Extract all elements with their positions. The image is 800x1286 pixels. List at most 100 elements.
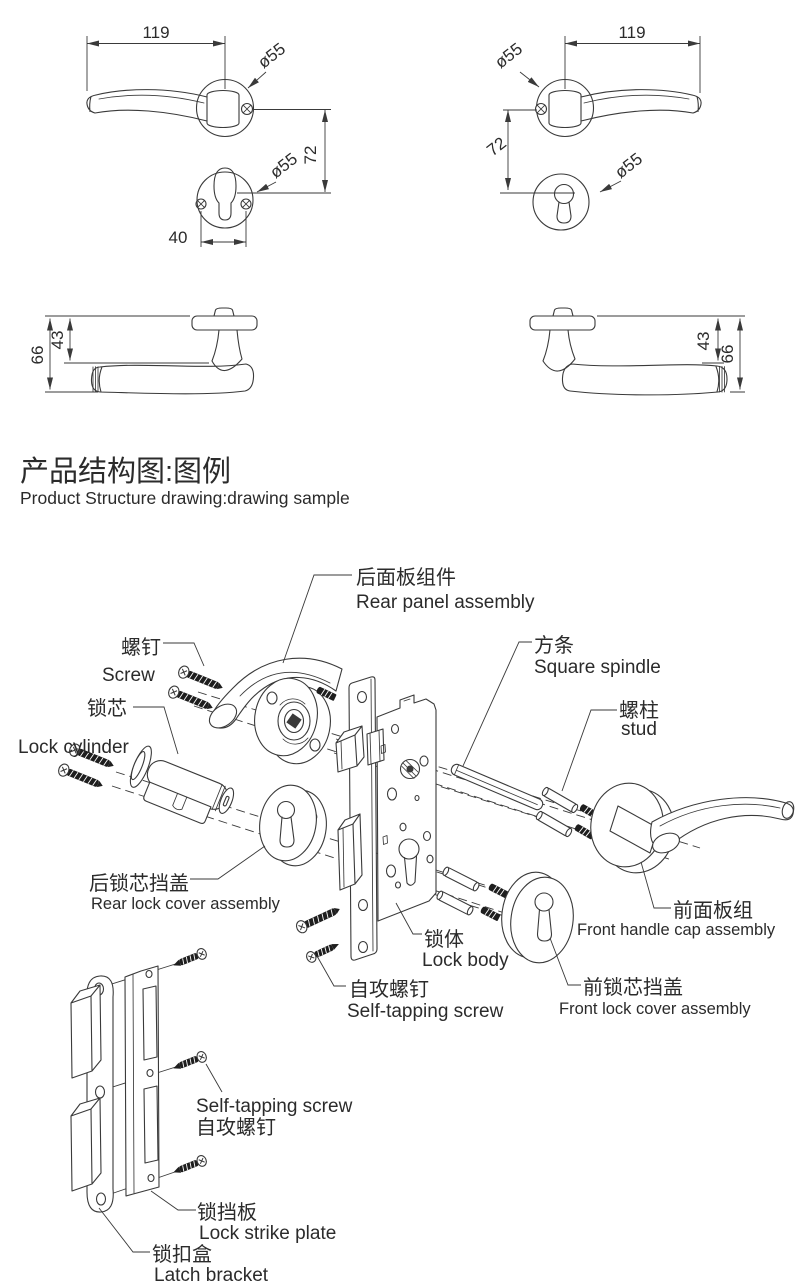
label-lock-body-zh: 锁体 (424, 928, 464, 951)
label-lock-strike-plate-en: Lock strike plate (199, 1223, 336, 1244)
handle-screw-2 (166, 683, 216, 715)
keyhole (213, 167, 237, 221)
label-self-tapping-screw-en: Self-tapping screw (347, 1001, 504, 1022)
label-self-tapping-screw-strike-en: Self-tapping screw (196, 1096, 353, 1117)
dim-label-66: 66 (28, 346, 47, 365)
rear-cover-face (259, 784, 317, 862)
lever-outline (94, 89, 208, 122)
square-follower-hole (286, 713, 302, 729)
label-screw-zh: 螺钉 (121, 636, 161, 659)
front-lever-neck (609, 805, 659, 854)
label-lock-body-en: Lock body (422, 950, 509, 971)
dim-label-119: 119 (142, 23, 169, 42)
deadbolt (337, 813, 363, 891)
exploded-view: 后面板组件 Rear panel assembly 螺钉 Screw 锁芯 Lo… (18, 566, 795, 1286)
escutcheon-outline (196, 171, 254, 229)
dim-label-43: 43 (48, 331, 67, 350)
latch-bracket-box-1 (70, 984, 102, 1079)
label-screw-en: Screw (102, 665, 155, 686)
latch-bolt (335, 725, 365, 773)
rear-lock-cover-drawing (259, 784, 327, 867)
cylinder-key-face (218, 787, 235, 814)
front-cover-keyhole (534, 892, 554, 912)
rear-rose-face (254, 677, 318, 757)
label-self-tapping-screw-zh: 自攻螺钉 (349, 978, 429, 1001)
label-lock-cylinder-en: Lock cylinder (18, 737, 130, 758)
side-view-left-handle: 66 43 (28, 307, 258, 395)
spindle-boss (213, 307, 235, 317)
dim-label-72: 72 (301, 146, 320, 165)
lock-cylinder-drawing (129, 745, 235, 824)
handle-hub (548, 89, 582, 129)
front-view-left-handle: 119 ø55 72 ø55 40 (86, 23, 331, 247)
label-front-lock-cover-en: Front lock cover assembly (559, 1000, 751, 1018)
front-lever-joint (652, 832, 680, 854)
front-handle-cap-drawing (590, 782, 795, 874)
dim-label-43: 43 (694, 332, 713, 351)
spindle-boss (552, 307, 574, 317)
dim-label-72: 72 (483, 133, 510, 160)
rear-panel-assembly-drawing (208, 657, 343, 765)
lock-body-drawing (335, 676, 437, 961)
front-cover-face (510, 876, 574, 964)
cylinder-hole (398, 838, 420, 860)
label-front-handle-cap-en: Front handle cap assembly (577, 921, 776, 939)
keyhole (553, 183, 575, 205)
lever-outline (580, 89, 694, 122)
dim-119-right: 119 (564, 23, 701, 93)
square-spindle-drawing (450, 763, 544, 811)
grip-bar (561, 363, 728, 396)
label-rear-lock-cover-zh: 后锁芯挡盖 (89, 872, 189, 895)
latch-bracket-box-2 (70, 1097, 102, 1192)
dim-label-rose-dia: ø55 (491, 39, 526, 72)
leader-lines (98, 574, 671, 1253)
rosette-profile (191, 315, 258, 331)
cylinder-fin (143, 781, 212, 824)
cylinder-screw-2 (56, 761, 106, 793)
rear-lever-tip (208, 703, 238, 729)
handle-neck (211, 329, 243, 372)
label-stud-en: stud (621, 719, 657, 740)
part-labels: 后面板组件 Rear panel assembly 螺钉 Screw 锁芯 Lo… (18, 566, 776, 1286)
title-block: 产品结构图:图例 Product Structure drawing:drawi… (20, 455, 350, 508)
self-tapping-screw-2 (304, 938, 342, 965)
rosette-profile (529, 315, 596, 331)
label-self-tapping-screw-strike-zh: 自攻螺钉 (196, 1116, 276, 1139)
dim-40: 40 (169, 211, 247, 247)
front-view-right-handle: 119 ø55 72 ø55 (483, 23, 702, 231)
handle-screw-1 (176, 663, 226, 695)
handle-neck (542, 329, 576, 372)
label-stud-zh: 螺柱 (619, 699, 659, 722)
keyway (222, 795, 230, 807)
dim-rose-dia-left: ø55 (247, 39, 289, 89)
spring-cage (277, 701, 311, 741)
dim-label-rose-dia: ø55 (254, 39, 289, 72)
dim-119-left: 119 (86, 23, 226, 91)
rear-cover-keyhole (276, 800, 296, 820)
strike-plate-group (70, 946, 209, 1213)
strike-screw-3 (170, 1153, 209, 1179)
label-front-handle-cap-zh: 前面板组 (673, 899, 753, 922)
label-lock-cylinder-zh: 锁芯 (87, 697, 127, 720)
escutcheon-outline (532, 173, 590, 231)
label-lock-strike-plate-zh: 锁挡板 (197, 1201, 257, 1224)
lever-tip (691, 94, 702, 114)
dim-label-esc-dia: ø55 (611, 149, 646, 182)
page-title-en: Product Structure drawing:drawing sample (20, 488, 350, 508)
front-lever-tip (781, 801, 795, 819)
dim-label-40: 40 (169, 228, 188, 247)
dim-esc-dia-right: ø55 (599, 149, 646, 193)
stud-2 (534, 809, 574, 839)
stud-4 (435, 889, 475, 917)
grip-bar (90, 363, 255, 395)
front-lock-cover-drawing (501, 871, 574, 964)
dim-esc-dia-left: ø55 (256, 149, 301, 193)
label-square-spindle-zh: 方条 (534, 634, 574, 657)
label-square-spindle-en: Square spindle (534, 657, 661, 678)
dim-label-119: 119 (618, 23, 645, 42)
handle-hub (206, 89, 240, 129)
side-view-right-handle: 43 66 (529, 307, 745, 396)
label-rear-lock-cover-en: Rear lock cover assembly (91, 895, 281, 913)
